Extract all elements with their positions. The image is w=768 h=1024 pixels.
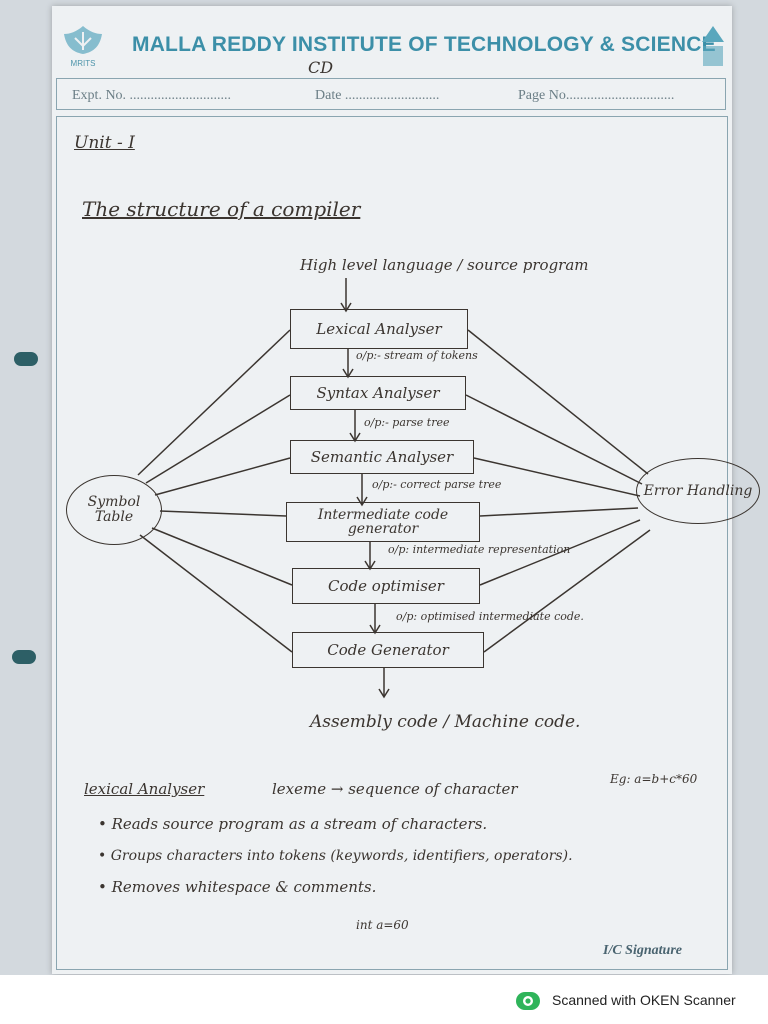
scanned-photo: MRITS MALLA REDDY INSTITUTE OF TECHNOLOG… bbox=[0, 0, 768, 975]
phase-intermediate-code-generator: Intermediate code generator bbox=[286, 502, 480, 542]
binder-ring bbox=[12, 650, 36, 664]
signature-label: I/C Signature bbox=[603, 943, 682, 958]
notebook-page bbox=[52, 6, 732, 974]
lexeme-definition: lexeme → sequence of character bbox=[272, 780, 518, 798]
page-border bbox=[56, 116, 728, 970]
phase-semantic-analyser: Semantic Analyser bbox=[290, 440, 474, 474]
page-title: The structure of a compiler bbox=[82, 197, 361, 221]
phase-lexical-analyser: Lexical Analyser bbox=[290, 309, 468, 349]
bullet-item: • Reads source program as a stream of ch… bbox=[98, 815, 488, 833]
institute-name: MALLA REDDY INSTITUTE OF TECHNOLOGY & SC… bbox=[132, 33, 716, 56]
header-fields-box bbox=[56, 78, 726, 110]
output-label: Assembly code / Machine code. bbox=[310, 712, 581, 732]
lexical-heading: lexical Analyser bbox=[84, 780, 205, 798]
footnote: int a=60 bbox=[356, 918, 409, 932]
output-optimised-code: o/p: optimised intermediate code. bbox=[396, 610, 584, 623]
input-label: High level language / source program bbox=[300, 256, 589, 274]
error-handling-node: Error Handling bbox=[636, 458, 760, 524]
date-field: Date ........................... bbox=[315, 88, 440, 103]
output-tokens: o/p:- stream of tokens bbox=[356, 349, 478, 362]
scanner-footer bbox=[0, 975, 768, 1024]
symbol-table-node: Symbol Table bbox=[66, 475, 162, 545]
bullet-text: Removes whitespace & comments. bbox=[111, 878, 377, 896]
svg-text:MRITS: MRITS bbox=[71, 59, 96, 68]
phase-syntax-analyser: Syntax Analyser bbox=[290, 376, 466, 410]
phase-code-optimiser: Code optimiser bbox=[292, 568, 480, 604]
institute-logo: MRITS bbox=[58, 22, 108, 72]
binder-ring bbox=[14, 352, 38, 366]
phase-code-generator: Code Generator bbox=[292, 632, 484, 668]
output-parse-tree: o/p:- parse tree bbox=[364, 416, 450, 429]
bullet-item: • Groups characters into tokens (keyword… bbox=[98, 848, 573, 864]
bullet-item: • Removes whitespace & comments. bbox=[98, 878, 377, 896]
unit-heading: Unit - I bbox=[74, 133, 135, 153]
example: Eg: a=b+c*60 bbox=[610, 772, 698, 786]
bullet-text: Groups characters into tokens (keywords,… bbox=[110, 848, 573, 864]
accreditation-logo bbox=[700, 24, 726, 72]
scanner-logo-icon bbox=[515, 991, 541, 1015]
page-no-field: Page No............................... bbox=[518, 88, 675, 103]
subject-annotation: CD bbox=[308, 58, 334, 77]
bullet-text: Reads source program as a stream of char… bbox=[111, 815, 488, 833]
output-correct-parse-tree: o/p:- correct parse tree bbox=[372, 478, 502, 491]
compiler-diagram-connectors bbox=[137, 278, 651, 699]
output-intermediate-representation: o/p: intermediate representation bbox=[388, 543, 571, 556]
expt-no-field: Expt. No. ............................. bbox=[72, 88, 232, 103]
scanner-watermark: Scanned with OKEN Scanner bbox=[552, 992, 736, 1008]
